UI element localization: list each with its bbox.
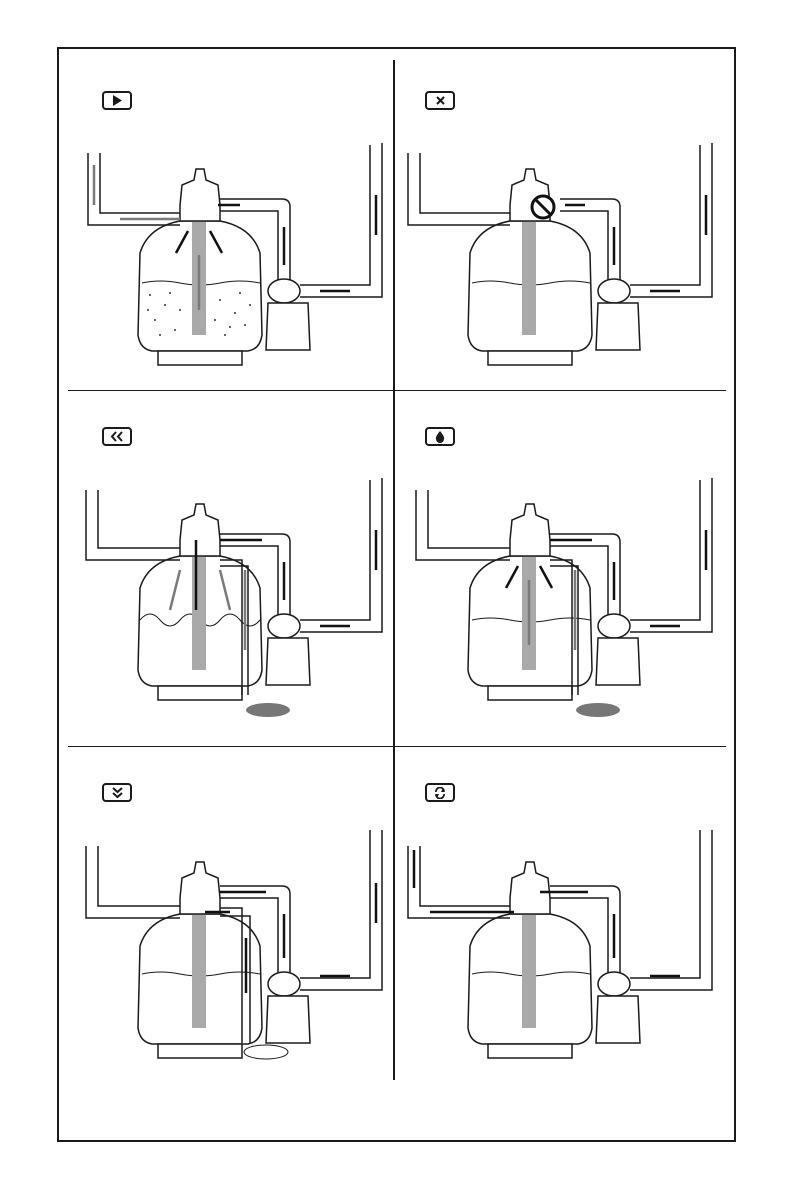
valve-head [510,862,550,914]
stop-sign-icon [532,196,554,218]
pump [596,972,640,1043]
vertical-divider [393,60,395,1080]
standpipe [192,914,206,1028]
waste-puddle [246,703,290,717]
pump [266,972,310,1043]
filter-tank [138,914,262,1058]
filter-diagram [70,135,390,365]
filter-tank [468,221,592,365]
cycle-arrows-icon [425,783,455,802]
standpipe [192,556,206,670]
valve-head [510,504,550,556]
pump [266,279,310,350]
waste-diagram [70,828,390,1068]
valve-head [180,169,220,221]
standpipe [522,914,536,1028]
filter-tank [138,556,262,700]
rinse-diagram [400,470,720,720]
filter-tank [468,914,592,1058]
horizontal-divider-bottom [68,746,726,747]
pump [596,614,640,685]
horizontal-divider-top [68,390,726,391]
waste-puddle [576,703,620,717]
close-x-icon [425,91,455,110]
recirculate-diagram [400,828,720,1058]
closed-diagram [400,135,720,365]
valve-head [180,504,220,556]
play-icon [102,91,132,110]
backwash-diagram [70,470,390,720]
water-drop-icon [425,427,455,446]
double-chevron-left-icon [102,427,132,446]
double-chevron-down-icon [102,783,132,802]
standpipe [522,221,536,335]
pump [596,279,640,350]
waste-puddle [244,1045,288,1059]
valve-head [180,862,220,914]
pump [266,614,310,685]
